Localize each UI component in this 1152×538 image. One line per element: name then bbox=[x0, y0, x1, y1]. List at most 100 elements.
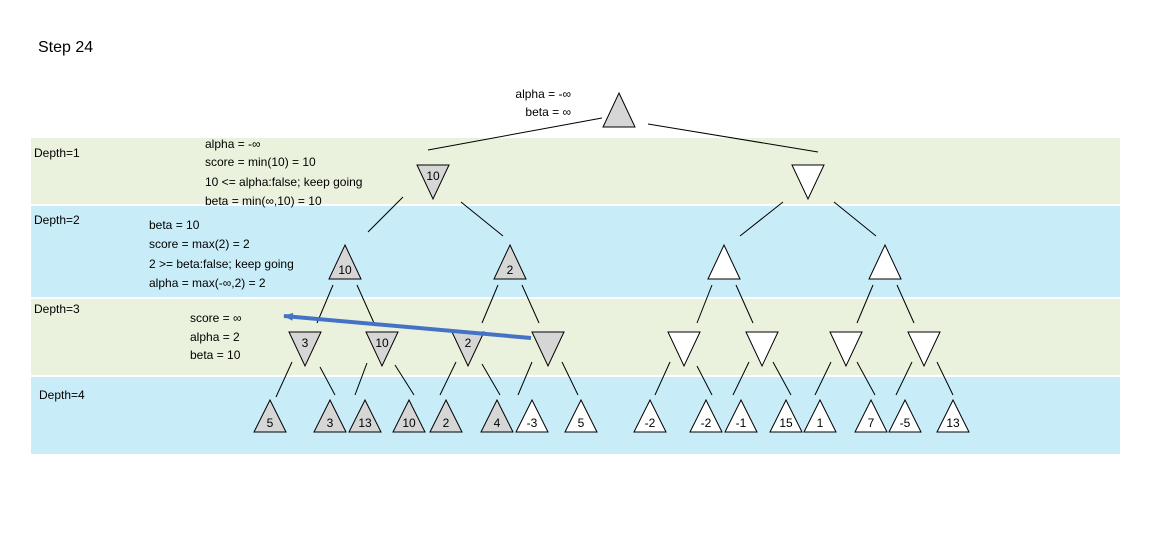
depth3-node-7 bbox=[907, 331, 941, 368]
depth1-annotation-line-4: beta = min(∞,10) = 10 bbox=[205, 194, 322, 208]
edge bbox=[394, 364, 415, 396]
depth3-node-6 bbox=[829, 331, 863, 368]
edge bbox=[521, 284, 540, 324]
edge bbox=[481, 363, 501, 396]
leaf-node-label-8: -2 bbox=[645, 416, 656, 430]
edge bbox=[739, 201, 784, 237]
depth1-annotation-line-3: 10 <= alpha:false; keep going bbox=[205, 175, 362, 189]
depth3-node-4 bbox=[667, 331, 701, 368]
depth-label-3: Depth=3 bbox=[34, 302, 80, 316]
edge bbox=[772, 361, 792, 396]
depth3-node-label-0: 3 bbox=[302, 336, 309, 350]
depth3-node-5 bbox=[745, 331, 779, 368]
leaf-node-label-11: 15 bbox=[779, 416, 793, 430]
leaf-node-15 bbox=[936, 398, 970, 433]
leaf-node-13 bbox=[854, 398, 888, 433]
edge bbox=[696, 365, 713, 396]
edge bbox=[481, 284, 499, 324]
root-beta-text: beta = ∞ bbox=[525, 105, 571, 119]
backtrack-arrow bbox=[283, 312, 532, 340]
edge bbox=[896, 284, 915, 324]
leaf-node-label-1: 3 bbox=[327, 416, 334, 430]
depth2-annotation-line-2: score = max(2) = 2 bbox=[149, 237, 250, 251]
depth2-annotation-line-1: beta = 10 bbox=[149, 218, 200, 232]
depth3-node-label-1: 10 bbox=[375, 336, 389, 350]
edge bbox=[354, 362, 368, 396]
edge bbox=[367, 196, 404, 233]
leaf-node-1 bbox=[313, 398, 347, 433]
depth2-node-0 bbox=[328, 243, 362, 280]
edge bbox=[696, 284, 713, 324]
depth2-annotation-line-3: 2 >= beta:false; keep going bbox=[149, 257, 294, 271]
depth3-annotation-line-1: score = ∞ bbox=[190, 311, 242, 325]
leaf-node-5 bbox=[480, 398, 514, 433]
depth-label-2: Depth=2 bbox=[34, 213, 80, 227]
edge bbox=[275, 361, 293, 398]
leaf-node-label-14: -5 bbox=[900, 416, 911, 430]
edge bbox=[856, 284, 874, 324]
leaf-node-11 bbox=[769, 398, 803, 433]
edge bbox=[856, 361, 876, 396]
depth-label-1: Depth=1 bbox=[34, 146, 80, 160]
leaf-node-2 bbox=[348, 398, 382, 433]
leaf-node-8 bbox=[633, 398, 667, 433]
depth2-node-2 bbox=[707, 243, 741, 280]
edge bbox=[833, 201, 877, 237]
leaf-node-label-5: 4 bbox=[494, 416, 501, 430]
leaf-node-label-0: 5 bbox=[267, 416, 274, 430]
depth1-annotation-line-1: alpha = -∞ bbox=[205, 137, 261, 151]
edge bbox=[316, 284, 334, 324]
edge bbox=[319, 366, 336, 396]
root-node-0 bbox=[602, 91, 636, 128]
edge bbox=[895, 361, 913, 396]
edge-root-right bbox=[647, 123, 819, 153]
edge bbox=[460, 201, 504, 237]
edge-root-left bbox=[427, 117, 603, 151]
depth2-node-1 bbox=[493, 243, 527, 280]
edge bbox=[517, 361, 533, 396]
depth2-node-label-0: 10 bbox=[338, 263, 352, 277]
edge bbox=[936, 361, 954, 396]
step-title: Step 24 bbox=[38, 39, 93, 56]
edge bbox=[561, 361, 579, 396]
leaf-node-label-9: -2 bbox=[701, 416, 712, 430]
edge bbox=[732, 361, 750, 396]
leaf-node-label-10: -1 bbox=[736, 416, 747, 430]
leaf-node-3 bbox=[392, 398, 426, 433]
leaf-node-7 bbox=[564, 398, 598, 433]
leaf-node-label-13: 7 bbox=[868, 416, 875, 430]
leaf-node-9 bbox=[689, 398, 723, 433]
depth1-node-label-0: 10 bbox=[426, 169, 440, 183]
edge bbox=[654, 361, 671, 396]
root-alpha-text: alpha = -∞ bbox=[515, 87, 571, 101]
edge bbox=[814, 361, 832, 396]
leaf-node-0 bbox=[253, 398, 287, 433]
leaf-node-12 bbox=[803, 398, 837, 433]
leaf-node-label-15: 13 bbox=[946, 416, 960, 430]
depth3-node-3 bbox=[531, 331, 565, 368]
depth1-annotation-line-2: score = min(10) = 10 bbox=[205, 155, 316, 169]
depth1-node-1 bbox=[791, 164, 825, 201]
leaf-node-label-7: 5 bbox=[578, 416, 585, 430]
leaf-node-4 bbox=[429, 398, 463, 433]
depth3-node-1 bbox=[365, 331, 399, 368]
depth3-node-label-2: 2 bbox=[465, 336, 472, 350]
leaf-node-14 bbox=[888, 398, 922, 433]
tree-edges bbox=[275, 117, 954, 398]
edge bbox=[735, 284, 754, 324]
leaf-node-10 bbox=[724, 398, 758, 433]
depth2-node-label-1: 2 bbox=[507, 263, 514, 277]
leaf-node-label-2: 13 bbox=[358, 416, 372, 430]
depth1-node-0 bbox=[416, 164, 450, 201]
depth-1-band bbox=[31, 138, 1120, 204]
leaf-node-label-4: 2 bbox=[443, 416, 450, 430]
edge bbox=[439, 361, 457, 396]
leaf-node-label-12: 1 bbox=[817, 416, 824, 430]
leaf-node-6 bbox=[515, 398, 549, 433]
depth-2-band bbox=[31, 206, 1120, 297]
leaf-node-label-6: -3 bbox=[527, 416, 538, 430]
depth3-annotation-line-3: beta = 10 bbox=[190, 348, 241, 362]
depth2-node-3 bbox=[868, 243, 902, 280]
